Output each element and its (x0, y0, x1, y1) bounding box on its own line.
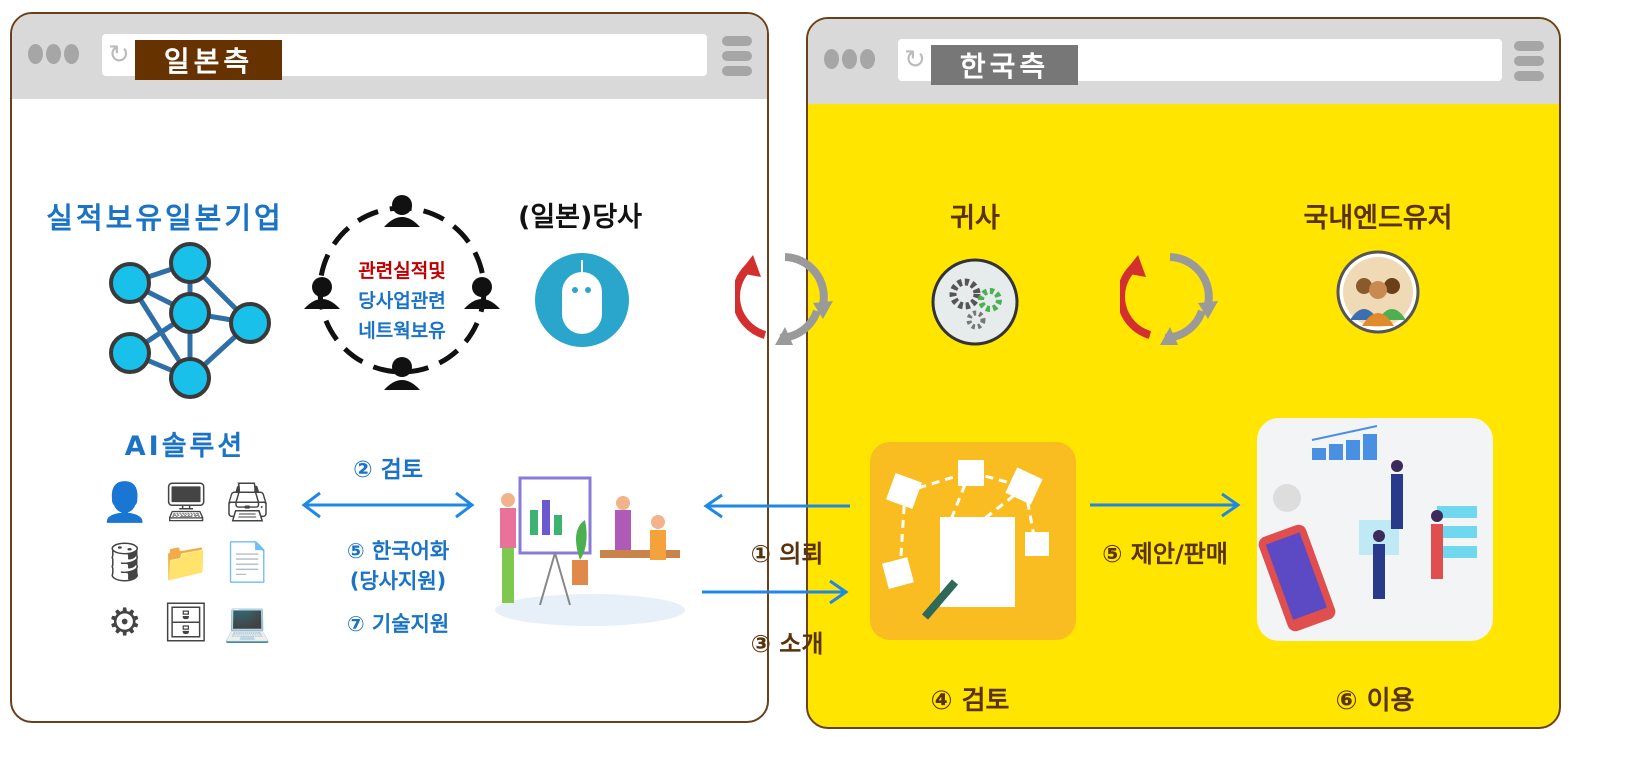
network-circle-icon (304, 195, 500, 390)
step5-localization: ⑤ 한국어화 (346, 539, 450, 563)
korea-side-label: 한국측 (931, 45, 1078, 85)
your-company-title: 귀사 (950, 203, 1000, 234)
user-icon: 👤 (101, 480, 149, 524)
window-header: ↻ 한국측 (808, 19, 1559, 104)
document-icon: 📄 (223, 540, 271, 584)
network-line-1: 관련실적및 (358, 260, 446, 282)
address-bar: ↻ 한국측 (898, 39, 1502, 85)
step3-introduction: ③ 소개 (750, 630, 824, 658)
window-dots-icon (824, 49, 875, 69)
users-group-icon (1336, 250, 1420, 334)
presentation-illustration (495, 476, 685, 626)
bidirectional-arrow (301, 491, 475, 519)
request-arrow (703, 493, 850, 519)
step5-proposal-sales: ⑤ 제안/판매 (1102, 540, 1228, 568)
gears-icon (931, 258, 1019, 346)
usage-illustration (1257, 418, 1493, 641)
reload-icon: ↻ (904, 45, 926, 75)
exchange-cycle-icon (735, 253, 833, 345)
introduction-arrow (702, 579, 849, 605)
window-dots-icon (28, 44, 79, 64)
printer-icon: 🖨 (223, 480, 272, 524)
step4-review: ④ 검토 (930, 686, 1010, 716)
japan-companies-title: 실적보유일본기업 (46, 201, 284, 235)
end-users-title: 국내엔드유저 (1303, 203, 1453, 234)
database-icon: 🛢 (100, 540, 149, 584)
cycle-arrows-icon (1120, 253, 1218, 345)
step7-tech-support: ⑦ 기술지원 (346, 612, 450, 636)
ai-solution-title: AI솔루션 (124, 431, 246, 462)
reload-icon: ↻ (108, 40, 130, 70)
computer-icon: 💻 (223, 600, 271, 644)
window-header: ↻ 일본측 (12, 14, 767, 99)
menu-icon (722, 36, 752, 76)
server-icon: 🗄 (161, 600, 211, 644)
step1-request: ① 의뢰 (750, 540, 824, 568)
network-line-3: 네트웍보유 (358, 320, 446, 342)
japan-side-label: 일본측 (135, 40, 282, 80)
step2-review: ② 검토 (353, 457, 423, 483)
company-network-icon (109, 242, 271, 399)
step6-usage: ⑥ 이용 (1335, 686, 1415, 716)
menu-icon (1514, 41, 1544, 81)
address-bar: ↻ 일본측 (102, 34, 707, 80)
review-illustration (870, 442, 1076, 640)
japan-side-window: ↻ 일본측 (10, 12, 769, 723)
proposal-arrow (1090, 492, 1241, 518)
our-company-title: (일본)당사 (517, 202, 643, 233)
monitor-icon: 🖥 (161, 480, 211, 524)
folder-icon: 📁 (162, 540, 210, 584)
gear-icon: ⚙ (107, 600, 142, 644)
it-solution-icons: 👤 🖥 🖨 🛢 📁 📄 ⚙ 🗄 💻 (100, 478, 272, 646)
robot-icon (535, 253, 629, 347)
step5-support: (당사지원) (349, 569, 447, 593)
network-line-2: 당사업관련 (358, 290, 446, 312)
